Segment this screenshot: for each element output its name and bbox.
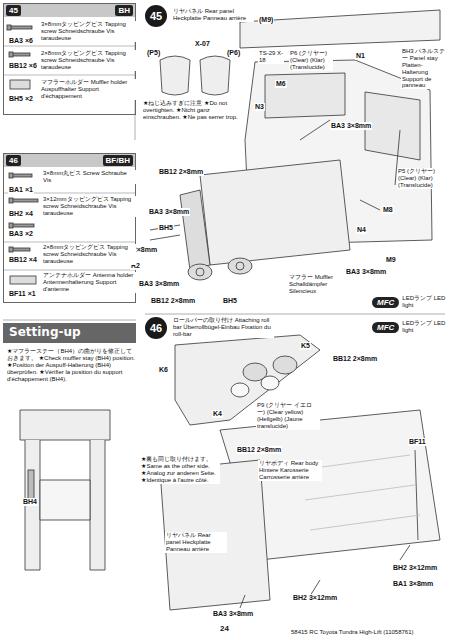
part-label: (P5) bbox=[146, 49, 161, 57]
step-number: 46 bbox=[145, 317, 167, 339]
step-number-text: 45 bbox=[150, 10, 162, 22]
part-label: BA3 ×2 bbox=[8, 230, 34, 238]
step-number-text: 46 bbox=[150, 322, 162, 334]
part-label: (M9) bbox=[258, 16, 274, 24]
section-band: Setting-up bbox=[3, 323, 136, 343]
part-label: M6 bbox=[275, 80, 287, 88]
section-title: Setting-up bbox=[9, 325, 81, 339]
part-label: N4 bbox=[356, 226, 367, 234]
part-label: BA3 3×8mm bbox=[212, 610, 254, 618]
part-label: BB12 2×8mm bbox=[158, 168, 204, 176]
note-text: ★ねじ込みすぎに注意 ★Do not overtighten. ★Nicht g… bbox=[142, 100, 244, 121]
part-label: BA1 3×8mm bbox=[392, 580, 434, 588]
note-text: 3×8mmタッピングビス Tapping screw Schneidschrau… bbox=[40, 21, 137, 42]
panel-tag: 46 bbox=[6, 155, 21, 166]
note-text: TS-29 X-18 bbox=[258, 50, 284, 64]
note-text: 3×8mm丸ビス Screw Schraube Vis bbox=[42, 170, 136, 184]
part-label: BB12 2×8mm bbox=[150, 297, 196, 305]
part-label: K4 bbox=[212, 410, 223, 418]
panel-header: 46 BF/BH bbox=[4, 154, 135, 167]
part-label: BA3 3×8mm bbox=[148, 208, 190, 216]
panel-header: 45 BH bbox=[4, 4, 135, 17]
part-label: BH5 ×2 bbox=[8, 95, 34, 103]
part-label: K6 bbox=[158, 366, 169, 374]
note-text: ★裏も同じ取り付けます。 ★Same as the other side. ★A… bbox=[140, 456, 220, 484]
note-text: マフラー Muffler Schalldämpfer Silencieux bbox=[288, 274, 352, 295]
mfc-logo: MFC bbox=[372, 297, 399, 308]
note-text: P6 (クリヤー) (Clear) (Klar) (Translucide) bbox=[289, 50, 333, 71]
part-label: BB12 ×6 bbox=[8, 62, 38, 70]
note-text: P5 (クリヤー) (Clear) (Klar) (Translucide) bbox=[397, 168, 447, 189]
mfc-logo: MFC bbox=[372, 322, 399, 333]
note-text: 2×8mmタッピングビス Tapping screw Schneidschrau… bbox=[40, 50, 137, 71]
part-label: BB12 ×4 bbox=[8, 256, 38, 264]
led-badge: MFCLEDランプ LED light bbox=[372, 294, 448, 310]
note-text: ロールバーの取り付け Attaching roll bar Überrollbü… bbox=[172, 317, 274, 338]
note-text: 58415 RC Toyota Tundra High-Lift (110587… bbox=[290, 629, 447, 636]
note-text: BH3 パネルステー Panel stay Platten-Halterung … bbox=[401, 48, 447, 89]
part-label: BH2 ×4 bbox=[8, 210, 34, 218]
part-label: BA3 3×8mm bbox=[330, 122, 372, 130]
part-label: N3 bbox=[254, 103, 265, 111]
part-label: BB12 2×8mm bbox=[332, 355, 378, 363]
part-label: BH5 bbox=[222, 297, 238, 305]
part-label: BF11 ×1 bbox=[8, 290, 37, 298]
part-label: K5 bbox=[300, 342, 311, 350]
part-label: (P6) bbox=[226, 49, 241, 57]
part-label: BB12 2×8mm bbox=[236, 446, 282, 454]
note-text: アンテナホルダー Antenna holder Antennenhalterun… bbox=[42, 272, 136, 293]
part-label: BA1 ×1 bbox=[8, 186, 34, 194]
panel-tag: BH bbox=[115, 5, 133, 16]
note-text: ★マフラーステー（BH4）の曲がりを修正しておきます。 ★Check muffl… bbox=[6, 348, 136, 382]
part-label: X-07 bbox=[194, 40, 211, 48]
note-text: リヤパネル Rear panel Heckplatte Panneau arri… bbox=[172, 8, 254, 22]
part-label: BH4 bbox=[22, 498, 38, 506]
part-label: N1 bbox=[355, 52, 366, 60]
part-label: M9 bbox=[385, 256, 397, 264]
step-number: 45 bbox=[145, 5, 167, 27]
note-text: マフラーホルダー Muffler holder Auspuffhalter Su… bbox=[40, 79, 137, 100]
note-text: 3×12mmタッピングビス Tapping screw Schneidschra… bbox=[42, 196, 136, 217]
part-label: BH2 3×12mm bbox=[292, 594, 338, 602]
panel-tag: 45 bbox=[6, 5, 21, 16]
part-label: BF11 bbox=[408, 438, 427, 446]
part-label: BA3 ×6 bbox=[8, 37, 34, 45]
led-text: LEDランプ LED light bbox=[402, 295, 448, 308]
note-text: 2×8mmタッピングビス Tapping screw Schneidschrau… bbox=[42, 244, 136, 265]
note-text: リヤパネル Rear panel Heckplatte Panneau arri… bbox=[165, 532, 227, 553]
part-label: BH5 bbox=[158, 224, 174, 232]
panel-tag: BF/BH bbox=[103, 155, 133, 166]
part-label: M8 bbox=[382, 206, 394, 214]
note-text: リヤボディ Rear body Hintere Karosserie Carro… bbox=[258, 460, 322, 481]
led-badge: MFCLEDランプ LED light bbox=[372, 319, 448, 335]
part-label: BA3 3×8mm bbox=[138, 280, 180, 288]
led-text: LEDランプ LED light bbox=[402, 320, 448, 333]
note-text: P9 (クリヤー イエロー) (Clear yellow) (Hellgelb)… bbox=[256, 402, 320, 430]
part-label: 24 bbox=[219, 624, 230, 633]
part-label: BH2 3×12mm bbox=[392, 564, 438, 572]
